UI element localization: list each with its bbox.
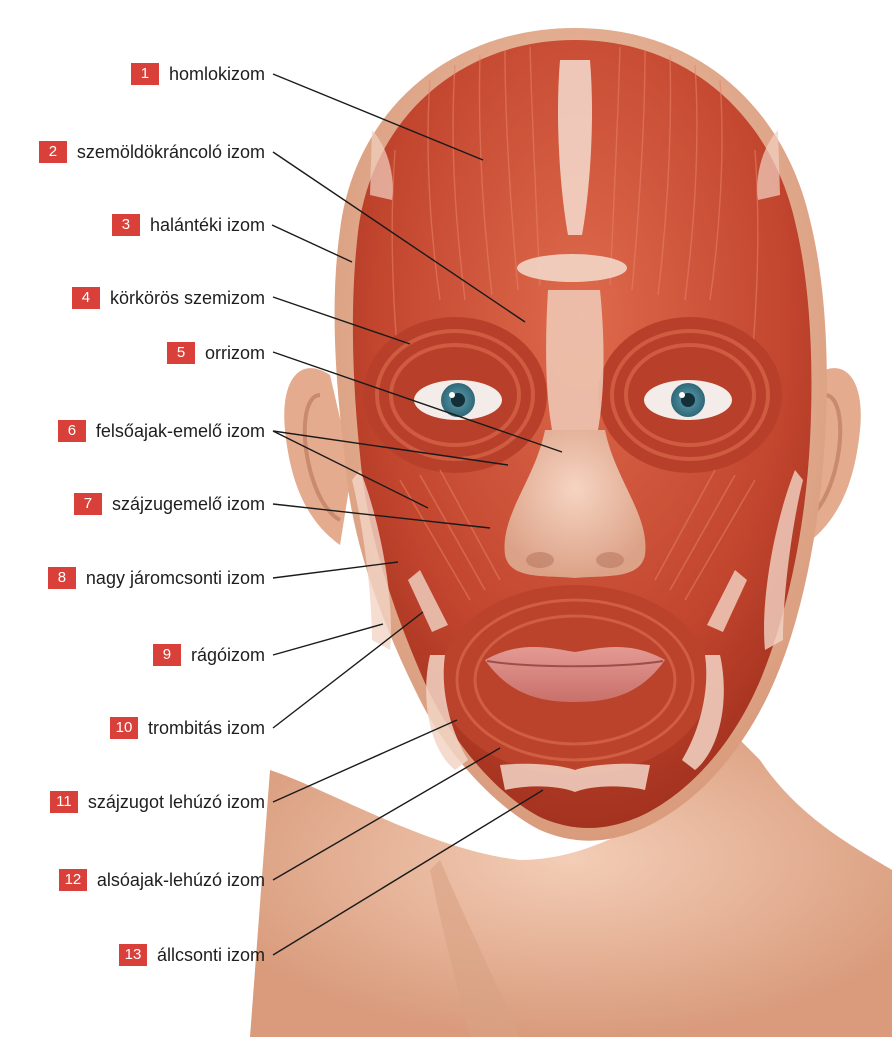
leader-line-4 <box>273 297 410 344</box>
callout-5: 5 orrizom <box>167 340 265 366</box>
leader-line-1 <box>273 74 483 160</box>
callout-label: rágóizom <box>191 645 265 666</box>
callout-number: 9 <box>153 644 181 666</box>
callout-number: 6 <box>58 420 86 442</box>
callout-number: 8 <box>48 567 76 589</box>
callout-label: homlokizom <box>169 64 265 85</box>
callout-2: 2 szemöldökráncoló izom <box>39 139 265 165</box>
leader-line-3 <box>272 225 352 262</box>
callout-label: szájzugemelő izom <box>112 494 265 515</box>
callout-label: körkörös szemizom <box>110 288 265 309</box>
callout-6: 6 felsőajak-emelő izom <box>58 418 265 444</box>
leader-line-10 <box>273 612 423 728</box>
leader-line-13 <box>273 790 543 955</box>
leader-line-8 <box>273 562 398 578</box>
callout-10: 10 trombitás izom <box>110 715 265 741</box>
callout-label: trombitás izom <box>148 718 265 739</box>
callout-number: 10 <box>110 717 138 739</box>
callout-3: 3 halántéki izom <box>112 212 265 238</box>
callout-label: halántéki izom <box>150 215 265 236</box>
callout-label: felsőajak-emelő izom <box>96 421 265 442</box>
callout-number: 13 <box>119 944 147 966</box>
callout-12: 12 alsóajak-lehúzó izom <box>59 867 265 893</box>
callout-7: 7 szájzugemelő izom <box>74 491 265 517</box>
callout-number: 1 <box>131 63 159 85</box>
callout-number: 7 <box>74 493 102 515</box>
callout-number: 2 <box>39 141 67 163</box>
callout-label: szájzugot lehúzó izom <box>88 792 265 813</box>
callout-8: 8 nagy járomcsonti izom <box>48 565 265 591</box>
callout-number: 4 <box>72 287 100 309</box>
leader-line-2 <box>273 152 525 322</box>
callout-label: alsóajak-lehúzó izom <box>97 870 265 891</box>
leader-line-9 <box>273 624 383 655</box>
callout-11: 11 szájzugot lehúzó izom <box>50 789 265 815</box>
callout-number: 12 <box>59 869 87 891</box>
callout-4: 4 körkörös szemizom <box>72 285 265 311</box>
callout-1: 1 homlokizom <box>131 61 265 87</box>
leader-line-12 <box>273 748 500 880</box>
callout-label: orrizom <box>205 343 265 364</box>
leader-line-7 <box>273 504 490 528</box>
callout-label: állcsonti izom <box>157 945 265 966</box>
callout-9: 9 rágóizom <box>153 642 265 668</box>
callout-number: 11 <box>50 791 78 813</box>
callout-label: nagy járomcsonti izom <box>86 568 265 589</box>
callout-number: 3 <box>112 214 140 236</box>
callout-13: 13 állcsonti izom <box>119 942 265 968</box>
callout-label: szemöldökráncoló izom <box>77 142 265 163</box>
callout-number: 5 <box>167 342 195 364</box>
